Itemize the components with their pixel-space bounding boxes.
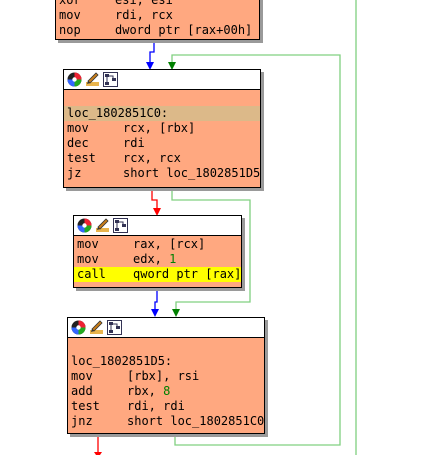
arrowhead <box>94 452 102 455</box>
graph-overview-icon[interactable] <box>113 218 128 233</box>
arrowhead <box>172 309 180 317</box>
block-header <box>74 216 241 236</box>
rename-pencil-icon[interactable] <box>85 72 100 87</box>
arrowhead <box>168 62 176 70</box>
instruction-row[interactable]: mov[rbx], rsi <box>71 369 200 383</box>
edge-prev-to-loop[interactable] <box>149 38 155 66</box>
blank-row <box>64 91 260 106</box>
location-label[interactable]: loc_1802851D5: <box>71 354 173 368</box>
edge-loop-to-call[interactable] <box>151 186 158 212</box>
location-label[interactable]: loc_1802851C0: <box>64 106 260 121</box>
block-header <box>64 70 260 90</box>
rename-pencil-icon[interactable] <box>89 320 104 335</box>
rename-pencil-icon[interactable] <box>95 218 110 233</box>
blank-row <box>68 339 264 354</box>
color-palette-icon[interactable] <box>77 218 92 233</box>
edge-call-to-next[interactable] <box>154 286 158 312</box>
block-header <box>68 318 264 338</box>
color-palette-icon[interactable] <box>71 320 86 335</box>
arrowhead <box>153 208 161 216</box>
color-palette-icon[interactable] <box>67 72 82 87</box>
immediate-value: 1 <box>169 252 177 266</box>
arrowhead <box>151 309 159 317</box>
arrowhead <box>146 62 154 70</box>
edge-loop-to-next[interactable] <box>171 186 251 312</box>
graph-overview-icon[interactable] <box>103 72 118 87</box>
immediate-value: 8 <box>163 384 171 398</box>
graph-overview-icon[interactable] <box>107 320 122 335</box>
edge-back-into-loop[interactable] <box>171 54 341 446</box>
